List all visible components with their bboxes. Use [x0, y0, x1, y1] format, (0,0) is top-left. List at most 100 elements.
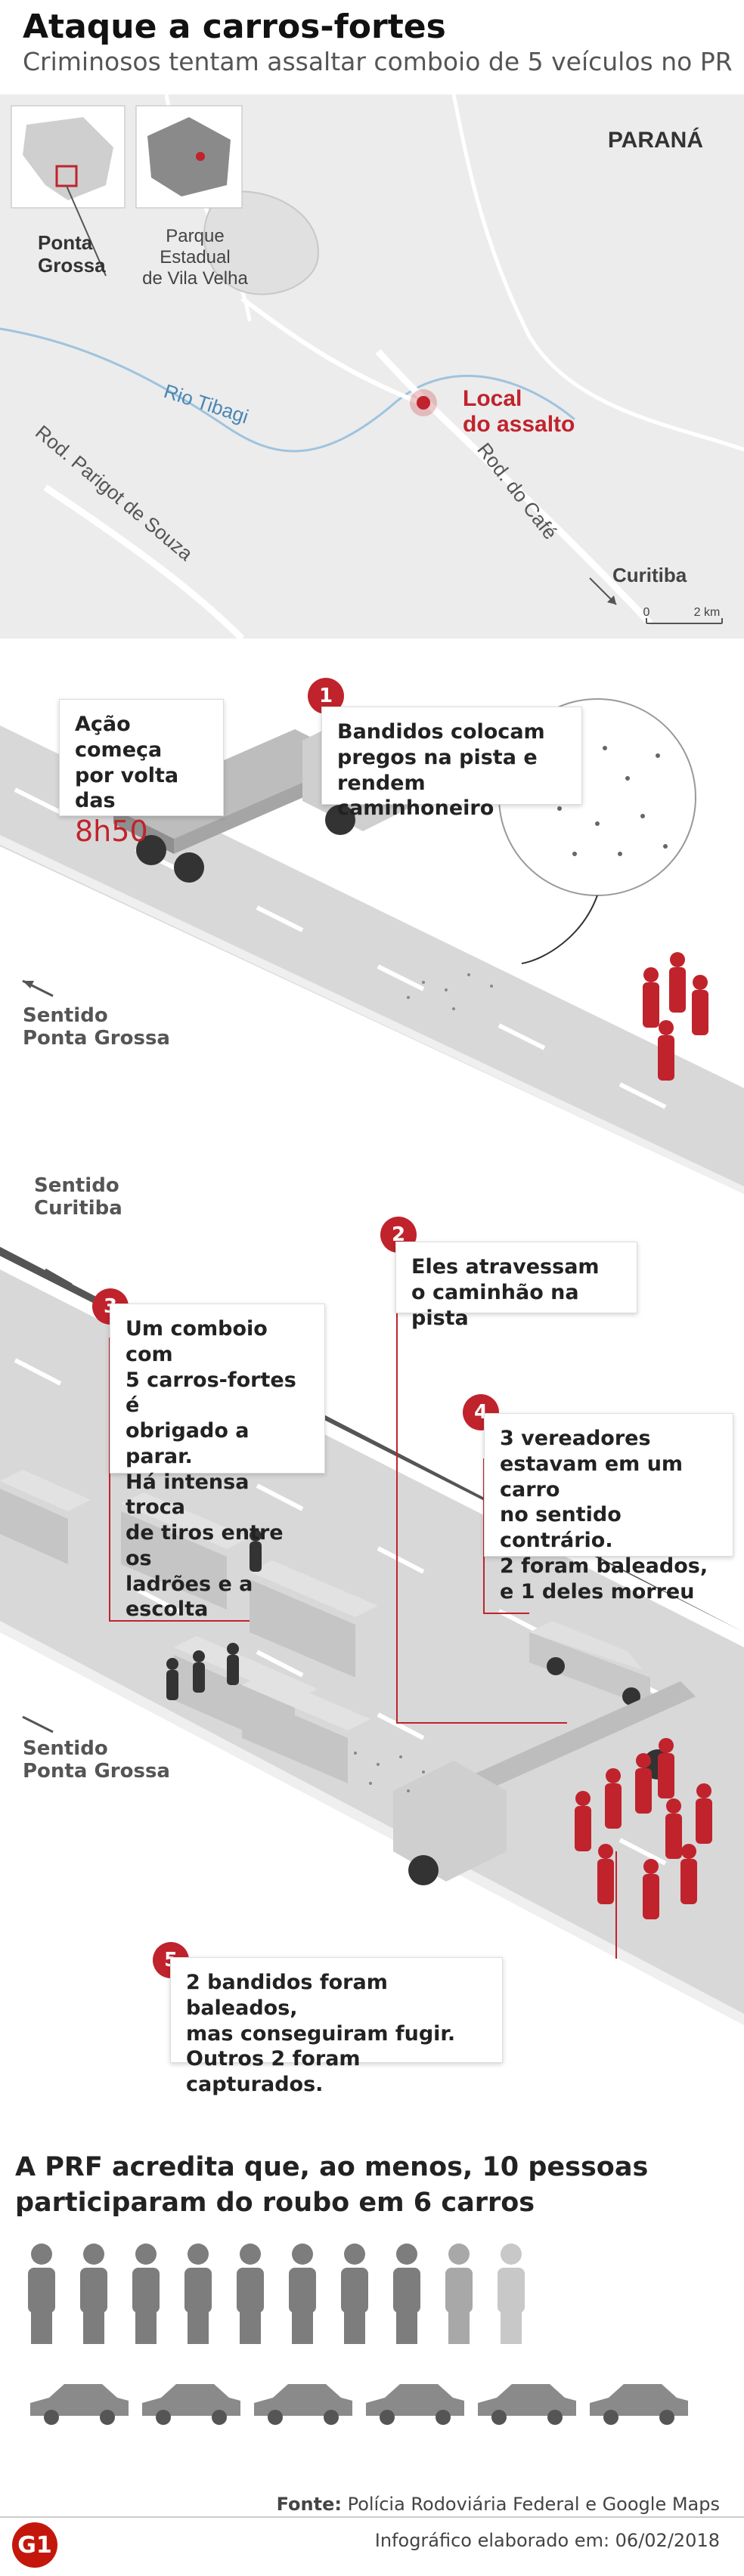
person-icon: [393, 2244, 420, 2344]
people-icons-row: [28, 2244, 525, 2344]
car-icon: [30, 2384, 129, 2425]
step-4-line3: no sentido contrário.: [500, 1503, 622, 1552]
scene2-direction-bottom: Sentido Ponta Grossa: [23, 1737, 170, 1783]
road-cafe-label: Rod. do Café: [473, 438, 562, 543]
step-5-line2: mas conseguiram fugir.: [186, 2021, 456, 2046]
state-label: PARANÁ: [608, 127, 703, 153]
park-label-line3: de Vila Velha: [142, 268, 248, 289]
armored-car-5: [242, 1674, 370, 1783]
car-icon: [142, 2384, 240, 2425]
scale-start-label: 0: [643, 606, 650, 619]
city-ponta-grossa-line1: Ponta: [38, 231, 93, 254]
page-subtitle: Criminosos tentam assaltar comboio de 5 …: [23, 47, 733, 76]
footer-divider: [0, 2516, 744, 2518]
person-icon: [132, 2244, 160, 2344]
step-3-line4: Há intensa troca: [126, 1470, 250, 1520]
step-2-line2: o caminhão na pista: [411, 1280, 579, 1330]
scene1-direction-line1: Sentido: [23, 1004, 108, 1027]
step-2-badge: 2: [380, 1217, 417, 1253]
car-icon: [478, 2384, 576, 2425]
road-parigot: [43, 484, 245, 639]
scene1-bandits: [643, 952, 708, 1081]
local-label-line1: Local: [463, 386, 522, 411]
credit-line: Infográfico elaborado em: 06/02/2018: [374, 2530, 720, 2551]
source-line: Fonte: Polícia Rodoviária Federal e Goog…: [277, 2494, 720, 2515]
park-label-line2: Estadual: [160, 247, 230, 267]
scene2-nails: [354, 1752, 425, 1792]
curitiba-label: Curitiba: [612, 564, 687, 586]
start-time-line1: Ação começa: [75, 713, 163, 762]
step-1-line3: rendem caminhoneiro: [337, 771, 494, 821]
scene2-bandits: [575, 1738, 712, 1919]
road-minor: [240, 296, 425, 407]
step-3-line3: obrigado a parar.: [126, 1419, 250, 1468]
scene1-direction-label: Sentido Ponta Grossa: [23, 1004, 170, 1050]
road-minor-3: [451, 94, 744, 452]
summary-heading: A PRF acredita que, ao menos, 10 pessoas…: [15, 2152, 649, 2219]
step-4-line1: 3 vereadores: [500, 1427, 651, 1450]
scene1-dir-arrow-head: [23, 981, 34, 988]
river-label: Rio Tibagi: [161, 379, 251, 428]
person-icon: [289, 2244, 316, 2344]
curitiba-arrow-head: [607, 595, 616, 605]
inset-parana-shape: [147, 117, 231, 196]
source-label: Fonte:: [276, 2494, 342, 2515]
city-ponta-grossa-line2: Grossa: [38, 254, 106, 277]
step-3-line5: de tiros entre os: [126, 1521, 284, 1570]
scene2-road-edge-bottom: [0, 1621, 744, 2025]
scene2-dir-top-line2: Curitiba: [34, 1196, 122, 1220]
nails-on-road: [407, 973, 493, 1010]
step-1-line2: pregos na pista e: [337, 745, 538, 769]
step-5-line3: Outros 2 foram capturados.: [186, 2047, 361, 2096]
step-4-line5: e 1 deles morreu: [500, 1579, 695, 1603]
park-label-line1: Parque: [166, 226, 224, 246]
person-icon: [28, 2244, 55, 2344]
scene1-road-edge: [0, 835, 744, 1194]
step-3-callout: Um comboio com 5 carros-fortes é obrigad…: [110, 1303, 325, 1621]
scene1-lane-marks: [14, 787, 667, 1109]
scene2-direction-top: Sentido Curitiba: [34, 1174, 122, 1220]
car-icon: [590, 2384, 688, 2425]
scene2-dir-bottom-line1: Sentido: [23, 1737, 108, 1760]
escort-guards: [166, 1529, 262, 1700]
page-title: Ataque a carros-fortes: [23, 8, 446, 46]
car-icon: [254, 2384, 352, 2425]
scene2-dir-arrow-bottom: [22, 1715, 54, 1733]
person-icon: [498, 2244, 525, 2344]
car-icon: [366, 2384, 464, 2425]
step-4-line4: 2 foram baleados,: [500, 1554, 708, 1578]
scene2-dir-top-line1: Sentido: [34, 1174, 119, 1197]
start-time-value: 8h50: [75, 815, 148, 848]
step-3-line2: 5 carros-fortes é: [126, 1368, 296, 1418]
park-area: [203, 190, 319, 295]
g1-logo: G1: [12, 2522, 57, 2568]
scene2-dir-bottom-line2: Ponta Grossa: [23, 1759, 170, 1783]
step-3-line1: Um comboio com: [126, 1317, 268, 1366]
armored-car-2: [121, 1492, 250, 1610]
vereadores-car: [529, 1621, 650, 1708]
person-icon: [184, 2244, 212, 2344]
location-map: PARANÁ Ponta Grossa Parque Estadual de V…: [0, 94, 744, 639]
step-2-line1: Eles atravessam: [411, 1255, 600, 1279]
step-4-line2: estavam em um carro: [500, 1452, 684, 1501]
step-3-line6: ladrões e a escolta: [126, 1572, 253, 1622]
step-5-line1: 2 bandidos foram baleados,: [186, 1971, 388, 2020]
person-icon: [80, 2244, 107, 2344]
river-line: [0, 327, 575, 453]
inset-parana-marker: [196, 152, 205, 161]
start-time-line2: por volta das: [75, 763, 179, 813]
step-5-callout: 2 bandidos foram baleados, mas conseguir…: [170, 1957, 503, 2096]
armored-car-1: [0, 1470, 91, 1564]
start-time-box: Ação começa por volta das 8h50: [59, 699, 224, 848]
scene2-truck: [393, 1681, 696, 1885]
armored-car-3: [250, 1560, 378, 1678]
scene1-direction-line2: Ponta Grossa: [23, 1026, 170, 1050]
person-icon: [445, 2244, 473, 2344]
car-icons-row: [30, 2384, 688, 2425]
step-2-callout: Eles atravessam o caminhão na pista: [395, 1242, 637, 1330]
road-cafe: [375, 349, 653, 626]
step-1-callout: Bandidos colocam pregos na pista e rende…: [321, 707, 582, 820]
inset-connector: [66, 185, 107, 277]
step-4-callout: 3 vereadores estavam em um carro no sent…: [484, 1413, 733, 1603]
person-icon: [341, 2244, 368, 2344]
